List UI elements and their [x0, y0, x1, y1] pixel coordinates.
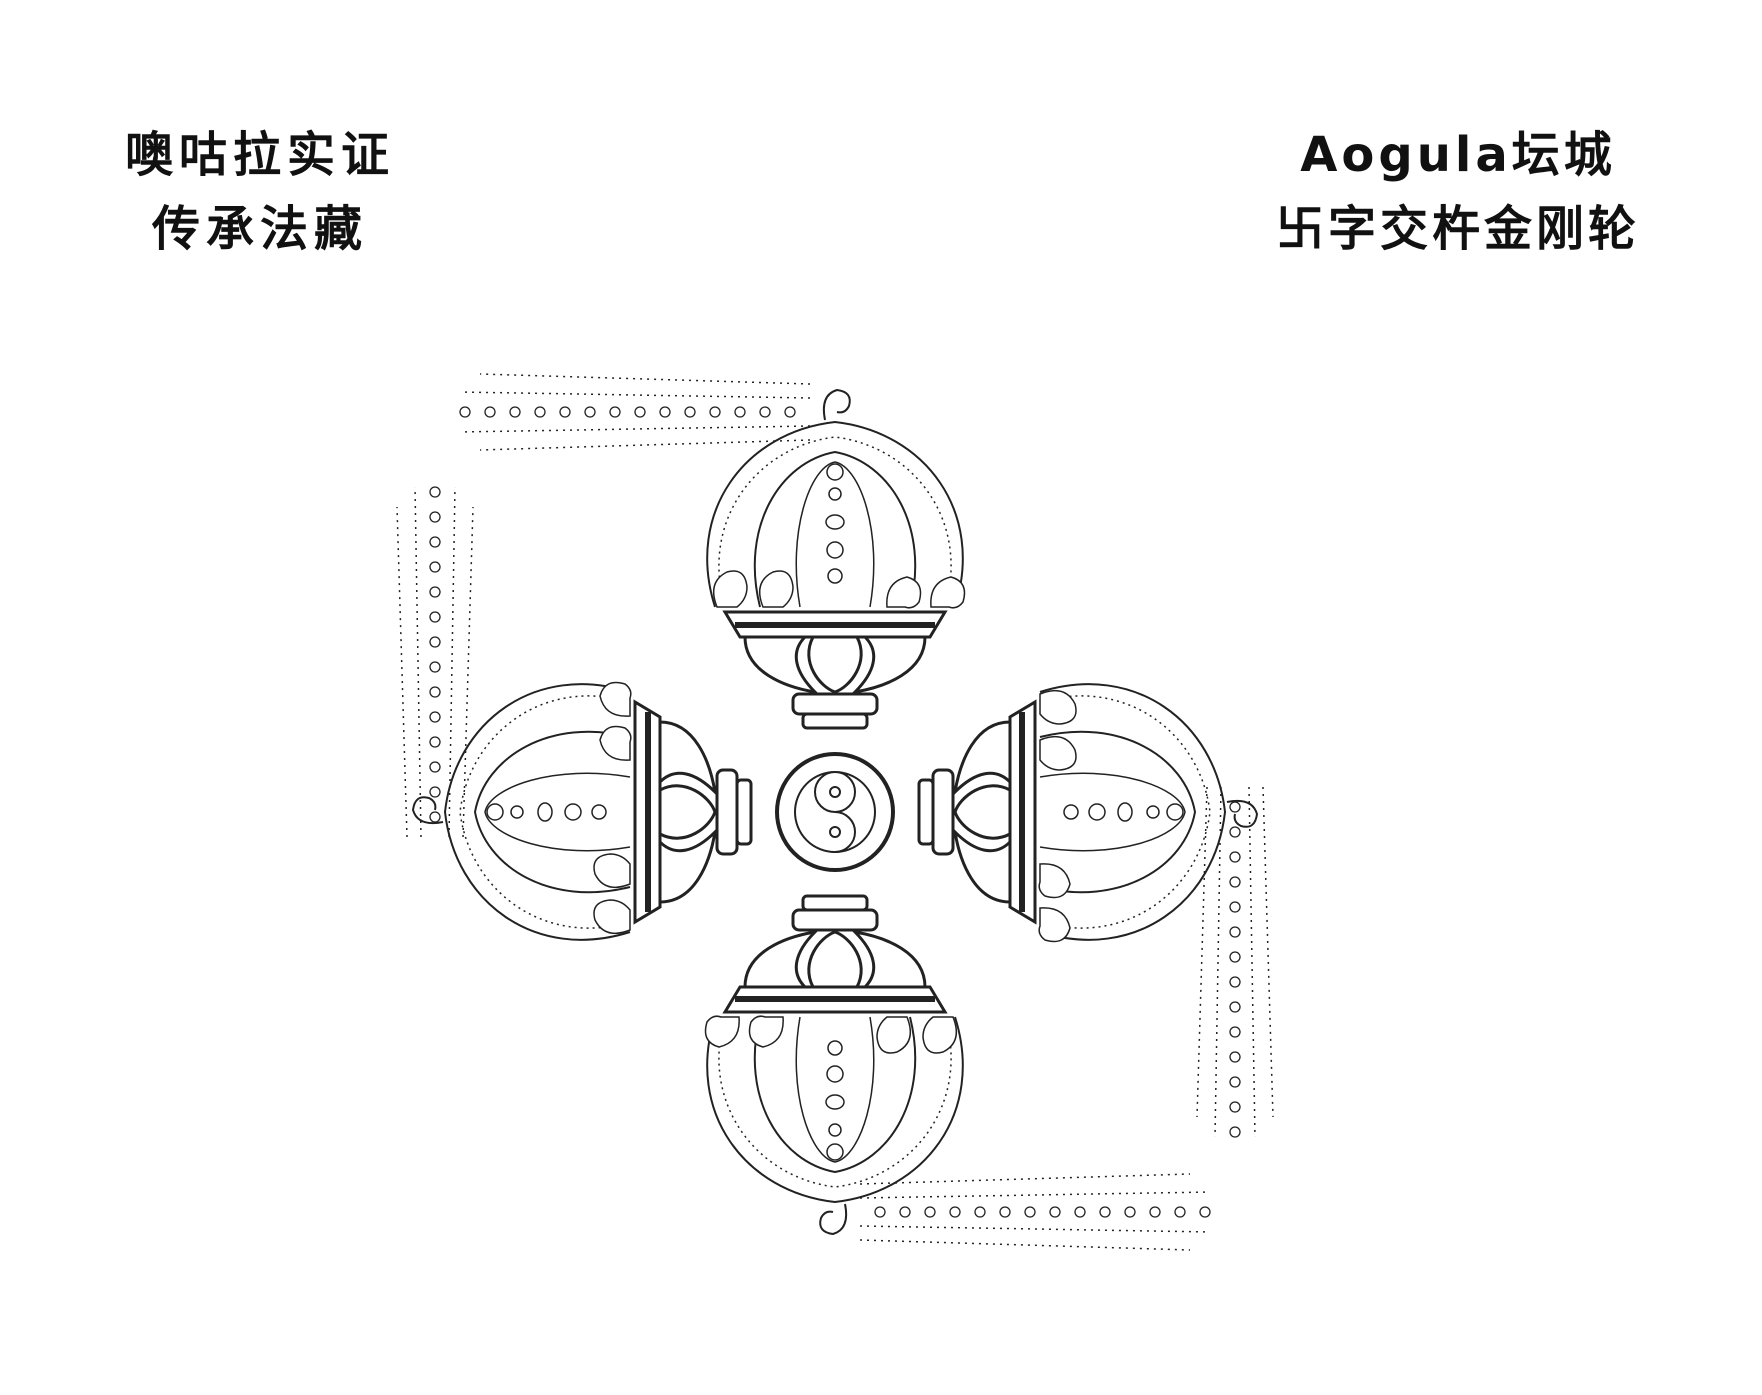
right-title-line-1: Aogula坛城 [1300, 127, 1616, 183]
left-title-line-2: 传承法藏 [151, 201, 368, 257]
yin-yang-icon [794, 771, 876, 854]
right-title-line-2: 卐字交杵金刚轮 [1275, 201, 1640, 257]
left-title-line-1: 噢咕拉实证 [124, 127, 395, 183]
right-title: Aogula坛城 卐字交杵金刚轮 [1238, 118, 1678, 266]
left-title: 噢咕拉实证 传承法藏 [100, 118, 420, 266]
